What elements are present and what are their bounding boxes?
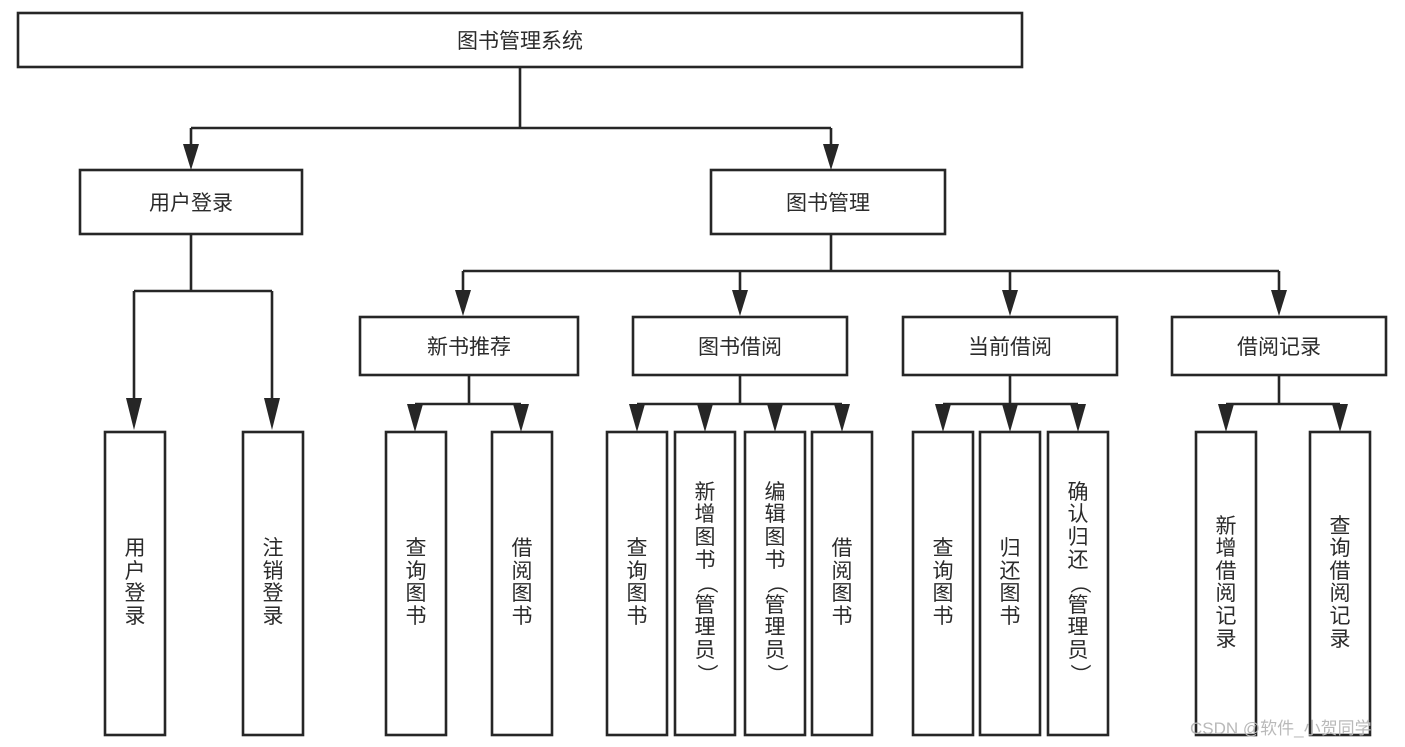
node-leaf-query-book-3[interactable] <box>911 430 975 737</box>
node-user-login[interactable] <box>78 168 304 236</box>
node-leaf-confirm-return[interactable] <box>1046 430 1110 737</box>
node-leaf-borrow-book-2[interactable] <box>810 430 874 737</box>
node-leaf-edit-book[interactable] <box>743 430 807 737</box>
arrowhead-leaf-logout <box>264 398 280 430</box>
arrowhead-new-book-recommend <box>455 290 471 316</box>
arrowhead-leaf-return-book <box>1002 404 1018 432</box>
arrowhead-leaf-edit-book <box>767 404 783 432</box>
arrowhead-borrow-record <box>1271 290 1287 316</box>
edges-group <box>126 67 1348 432</box>
arrowhead-leaf-add-book <box>697 404 713 432</box>
node-leaf-add-book[interactable] <box>673 430 737 737</box>
arrowhead-leaf-borrow-book-2 <box>834 404 850 432</box>
arrowhead-current-borrow <box>1002 290 1018 316</box>
node-leaf-query-book-1[interactable] <box>384 430 448 737</box>
node-current-borrow[interactable] <box>901 315 1119 377</box>
arrowhead-user-login <box>183 144 199 170</box>
node-new-book-recommend[interactable] <box>358 315 580 377</box>
node-borrow-record[interactable] <box>1170 315 1388 377</box>
node-book-management[interactable] <box>709 168 947 236</box>
arrowhead-leaf-query-book-1 <box>407 404 423 432</box>
arrowhead-leaf-query-book-2 <box>629 404 645 432</box>
node-leaf-add-record[interactable] <box>1194 430 1258 737</box>
arrowhead-book-management <box>823 144 839 170</box>
arrowhead-leaf-add-record <box>1218 404 1234 432</box>
node-leaf-return-book[interactable] <box>978 430 1042 737</box>
node-leaf-borrow-book-1[interactable] <box>490 430 554 737</box>
node-leaf-query-book-2[interactable] <box>605 430 669 737</box>
arrowhead-book-borrow <box>732 290 748 316</box>
node-leaf-user-login[interactable] <box>103 430 167 737</box>
arrowhead-leaf-query-book-3 <box>935 404 951 432</box>
arrowhead-leaf-confirm-return <box>1070 404 1086 432</box>
node-book-borrow[interactable] <box>631 315 849 377</box>
nodes-group <box>16 11 1388 737</box>
arrowhead-leaf-borrow-book-1 <box>513 404 529 432</box>
node-leaf-query-record[interactable] <box>1308 430 1372 737</box>
arrowhead-leaf-query-record <box>1332 404 1348 432</box>
node-root[interactable] <box>16 11 1024 69</box>
arrowhead-leaf-user-login <box>126 398 142 430</box>
node-leaf-logout[interactable] <box>241 430 305 737</box>
